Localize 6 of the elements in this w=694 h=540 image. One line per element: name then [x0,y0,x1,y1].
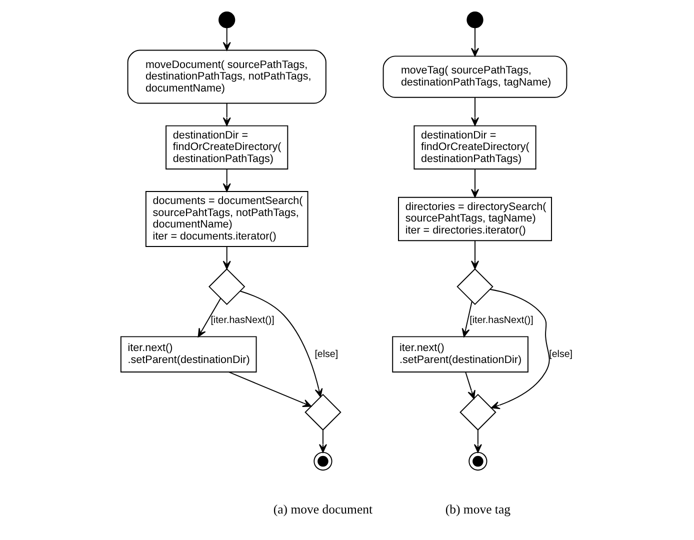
edge-label: [iter.hasNext()] [470,314,534,326]
label: (b) move tag [445,502,511,517]
label: (a) move document [273,502,373,517]
edge-label: [iter.hasNext()] [210,314,274,326]
edge-label: [else] [549,348,573,360]
edge-label: [else] [314,348,338,360]
